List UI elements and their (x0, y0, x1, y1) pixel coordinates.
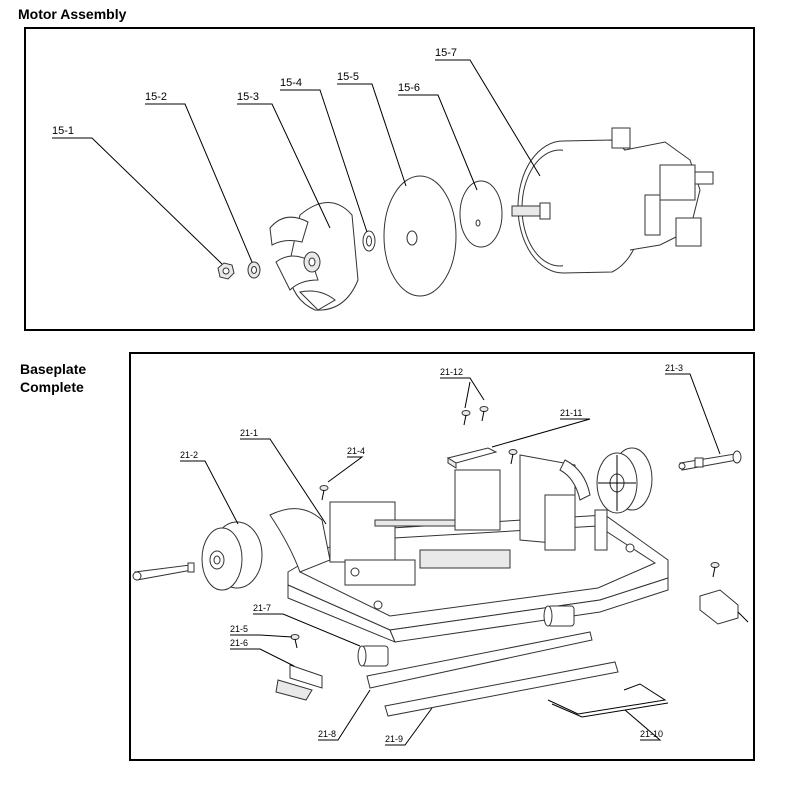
label-21-5: 21-5 (230, 624, 248, 634)
part-21-11-bracket (446, 447, 498, 469)
part-21-8-strip (366, 631, 593, 689)
baseplate-title-line2: Complete (20, 379, 84, 395)
part-21-5-screw (290, 634, 300, 649)
label-21-7: 21-7 (253, 603, 271, 613)
part-21-9-strip (384, 661, 619, 717)
label-15-4: 15-4 (280, 77, 302, 89)
part-right-wheel (596, 447, 653, 514)
label-21-2: 21-2 (180, 450, 198, 460)
part-15-7-motor (511, 127, 714, 274)
baseplate-title-line1: Baseplate (20, 361, 87, 377)
label-15-3: 15-3 (237, 91, 259, 103)
motor-assembly-drawing: 15-1 15-2 15-3 15-4 15-5 15-6 15-7 (52, 47, 714, 311)
part-15-3-fan-impeller (269, 202, 359, 311)
baseplate-leader-lines (180, 373, 721, 746)
part-15-1-nut (217, 262, 235, 280)
part-switch-block (699, 562, 749, 625)
part-21-3-axle-pin (678, 450, 742, 471)
label-15-1: 15-1 (52, 125, 74, 137)
baseplate-drawing: 21-1 21-2 21-3 21-4 21-5 21-6 21-7 21-8 … (132, 363, 749, 746)
label-15-2: 15-2 (145, 91, 167, 103)
part-screw-middle (508, 449, 518, 465)
part-15-4-washer (362, 230, 376, 252)
part-21-4-screw (319, 485, 329, 501)
part-21-1-base-housing (269, 454, 669, 643)
label-21-3: 21-3 (665, 363, 683, 373)
label-21-11: 21-11 (560, 408, 582, 418)
label-21-4: 21-4 (347, 446, 365, 456)
part-21-10-wire (547, 683, 669, 718)
part-21-2-left-wheel (132, 521, 263, 591)
part-15-2-lock-washer (247, 261, 261, 279)
label-21-10: 21-10 (640, 729, 663, 739)
label-21-1: 21-1 (240, 428, 258, 438)
label-21-12: 21-12 (440, 367, 463, 377)
label-21-9: 21-9 (385, 734, 403, 744)
label-15-7: 15-7 (435, 47, 457, 59)
label-15-5: 15-5 (337, 71, 359, 83)
part-15-5-disc (383, 175, 457, 297)
motor-leader-lines (52, 59, 541, 265)
part-21-7-rollers (357, 605, 575, 667)
label-21-8: 21-8 (318, 729, 336, 739)
motor-assembly-title: Motor Assembly (18, 6, 127, 22)
label-15-6: 15-6 (398, 82, 420, 94)
part-15-6-gasket (459, 180, 503, 248)
part-21-12-screws (461, 406, 489, 426)
baseplate-complete-title: Baseplate Complete (20, 360, 86, 396)
label-21-6: 21-6 (230, 638, 248, 648)
part-21-6-brush (275, 664, 323, 701)
